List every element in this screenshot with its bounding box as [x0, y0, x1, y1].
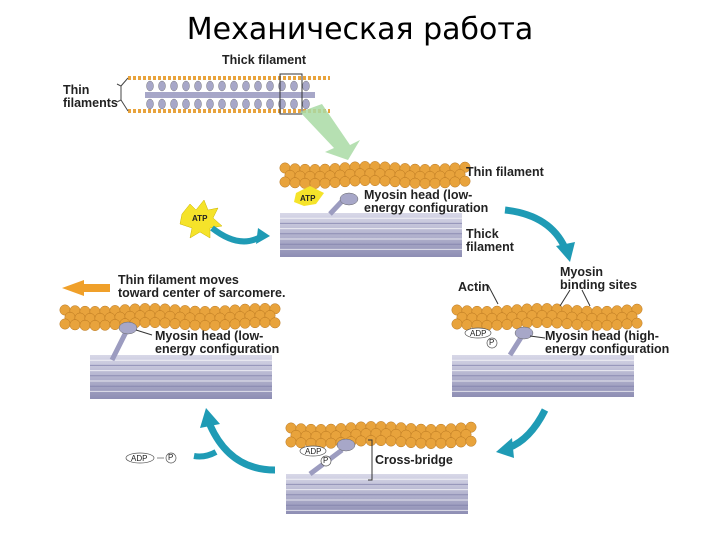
top-sarcomere — [116, 73, 330, 115]
myosin-head-1 — [339, 192, 359, 206]
top-thick-filament — [145, 92, 315, 98]
myosin-head-3 — [336, 438, 356, 452]
myosin-head-4 — [118, 321, 138, 335]
label-thick-filament-top: Thick filament — [222, 53, 307, 67]
p-label-released: P — [168, 453, 174, 462]
actin-filament-2 — [451, 303, 643, 331]
zoom-box — [279, 73, 303, 115]
adp-label-2: ADP — [470, 329, 487, 338]
zoom-arrow — [300, 104, 360, 160]
p-label-3: P — [323, 456, 329, 465]
panel-2 — [451, 284, 643, 397]
thick-filament-3 — [286, 474, 468, 514]
myosin-head-2 — [514, 326, 534, 340]
label-myosin-head-low-1: Myosin head (low- energy configuration — [364, 188, 489, 215]
label-myosin-binding-sites: Myosin binding sites — [560, 265, 638, 292]
atp-burst-1 — [294, 186, 324, 206]
atp-badge-2: ATP — [192, 214, 208, 223]
actin-filament-3 — [285, 421, 477, 449]
label-thin-filaments: Thin filaments — [63, 83, 118, 110]
top-myosin-heads — [146, 80, 310, 110]
panel-4 — [59, 280, 281, 399]
label-actin: Actin — [458, 280, 490, 294]
cycle-arrow-2 — [496, 408, 549, 458]
label-cross-bridge: Cross-bridge — [375, 453, 453, 467]
label-thin-filament: Thin filament — [466, 165, 544, 179]
label-thin-filament-moves: Thin filament moves toward center of sar… — [118, 273, 286, 300]
panel-3 — [285, 421, 477, 514]
atp-badge-1: ATP — [300, 194, 316, 203]
label-myosin-head-high: Myosin head (high- energy configuration — [545, 329, 670, 356]
cycle-arrow-1 — [504, 206, 575, 262]
p-label-2: P — [489, 338, 495, 347]
cycle-arrow-3 — [125, 408, 276, 474]
label-thick-filament: Thick filament — [466, 227, 514, 254]
label-myosin-head-low-2: Myosin head (low- energy configuration — [155, 329, 280, 356]
adp-label-released: ADP — [131, 454, 148, 463]
actin-filament-4 — [59, 303, 281, 331]
thick-filament-4 — [90, 355, 272, 399]
actin-filament-1 — [279, 161, 471, 189]
atp-input — [179, 199, 270, 245]
page-title: Механическая работа — [186, 12, 534, 47]
panel-1 — [279, 161, 471, 257]
thick-filament-1 — [280, 213, 462, 257]
thin-filament-arrow — [62, 280, 110, 296]
adp-label-3: ADP — [305, 447, 322, 456]
